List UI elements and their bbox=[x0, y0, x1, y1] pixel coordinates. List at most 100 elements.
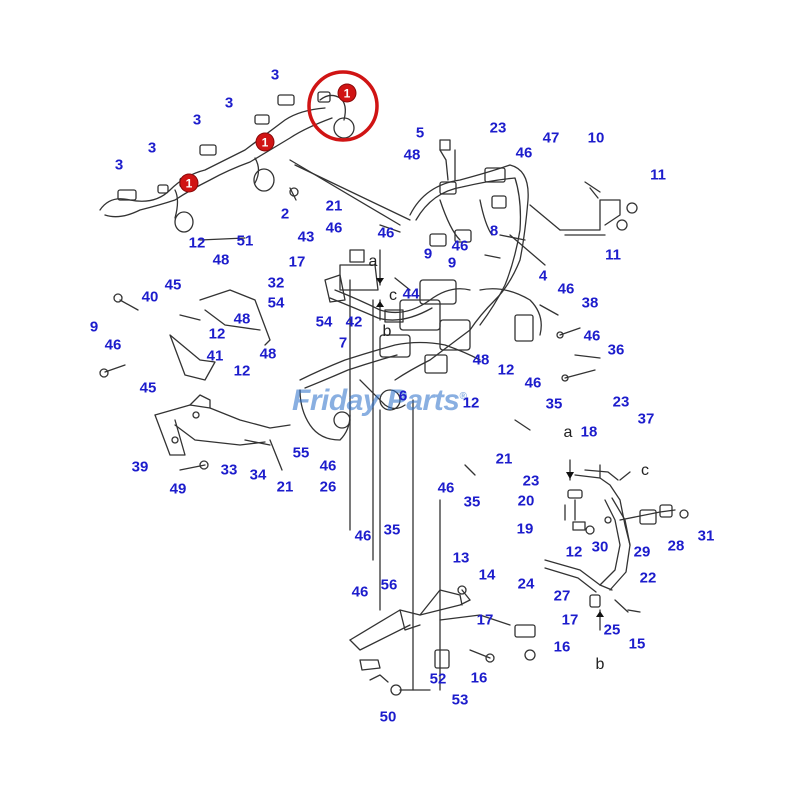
part-label[interactable]: 12 bbox=[233, 362, 251, 380]
part-label[interactable]: 36 bbox=[607, 341, 625, 359]
part-label[interactable]: 46 bbox=[104, 336, 122, 354]
part-label[interactable]: 23 bbox=[612, 393, 630, 411]
part-label[interactable]: 55 bbox=[292, 444, 310, 462]
part-label[interactable]: 19 bbox=[516, 520, 534, 538]
part-label[interactable]: 37 bbox=[637, 410, 655, 428]
part-label[interactable]: 3 bbox=[114, 156, 124, 174]
part-label[interactable]: 46 bbox=[351, 583, 369, 601]
part-label[interactable]: 35 bbox=[463, 493, 481, 511]
part-label[interactable]: 54 bbox=[267, 294, 285, 312]
part-label[interactable]: 17 bbox=[288, 253, 306, 271]
central-harness bbox=[299, 249, 481, 441]
part-label[interactable]: 56 bbox=[380, 576, 398, 594]
part-label[interactable]: 9 bbox=[89, 318, 99, 336]
part-label[interactable]: 45 bbox=[164, 276, 182, 294]
part-label[interactable]: 44 bbox=[402, 285, 420, 303]
part-label[interactable]: 27 bbox=[553, 587, 571, 605]
part-label[interactable]: 18 bbox=[580, 423, 598, 441]
part-label[interactable]: 14 bbox=[478, 566, 496, 584]
part-label[interactable]: 2 bbox=[280, 205, 290, 223]
part-label[interactable]: 46 bbox=[583, 327, 601, 345]
part-label[interactable]: 3 bbox=[270, 66, 280, 84]
part-label[interactable]: 21 bbox=[276, 478, 294, 496]
part-label[interactable]: 16 bbox=[470, 669, 488, 687]
part-label[interactable]: 26 bbox=[319, 478, 337, 496]
part-label[interactable]: 50 bbox=[379, 708, 397, 726]
part-label[interactable]: 6 bbox=[398, 387, 408, 405]
part-label[interactable]: 3 bbox=[224, 94, 234, 112]
part-label[interactable]: 46 bbox=[319, 457, 337, 475]
part-label[interactable]: 52 bbox=[429, 670, 447, 688]
part-label[interactable]: 12 bbox=[462, 394, 480, 412]
part-label[interactable]: 41 bbox=[206, 347, 224, 365]
part-label[interactable]: 48 bbox=[472, 351, 490, 369]
part-label[interactable]: 23 bbox=[489, 119, 507, 137]
part-label[interactable]: 31 bbox=[697, 527, 715, 545]
part-label[interactable]: 22 bbox=[639, 569, 657, 587]
part-label[interactable]: 21 bbox=[325, 197, 343, 215]
part-label[interactable]: 49 bbox=[169, 480, 187, 498]
part-label[interactable]: 4 bbox=[538, 267, 548, 285]
part-label[interactable]: 47 bbox=[542, 129, 560, 147]
sensor-cable-group bbox=[99, 91, 355, 241]
part-label[interactable]: 9 bbox=[447, 254, 457, 272]
part-label[interactable]: 29 bbox=[633, 543, 651, 561]
part-label[interactable]: 38 bbox=[581, 294, 599, 312]
part-label[interactable]: 48 bbox=[212, 251, 230, 269]
part-label[interactable]: 40 bbox=[141, 288, 159, 306]
part-label[interactable]: 30 bbox=[591, 538, 609, 556]
part-label[interactable]: 21 bbox=[495, 450, 513, 468]
part-label[interactable]: 8 bbox=[489, 222, 499, 240]
part-label[interactable]: 11 bbox=[605, 246, 621, 264]
part-label[interactable]: 12 bbox=[497, 361, 515, 379]
part-label[interactable]: 46 bbox=[515, 144, 533, 162]
part-label[interactable]: 39 bbox=[131, 458, 149, 476]
part-label[interactable]: 12 bbox=[208, 325, 226, 343]
part-label[interactable]: 42 bbox=[345, 313, 363, 331]
part-label[interactable]: 48 bbox=[259, 345, 277, 363]
part-label[interactable]: 43 bbox=[297, 228, 315, 246]
part-label[interactable]: 35 bbox=[383, 521, 401, 539]
part-label[interactable]: 15 bbox=[628, 635, 646, 653]
part-label[interactable]: 46 bbox=[377, 224, 395, 242]
reference-letter-c: c bbox=[389, 287, 397, 304]
part-label[interactable]: 53 bbox=[451, 691, 469, 709]
part-label[interactable]: 51 bbox=[236, 232, 254, 250]
part-label[interactable]: 5 bbox=[415, 124, 425, 142]
part-label[interactable]: 12 bbox=[188, 234, 206, 252]
part-label[interactable]: 17 bbox=[476, 611, 494, 629]
part-label[interactable]: 33 bbox=[220, 461, 238, 479]
part-label[interactable]: 46 bbox=[437, 479, 455, 497]
part-label[interactable]: 54 bbox=[315, 313, 333, 331]
part-label[interactable]: 46 bbox=[524, 374, 542, 392]
part-label[interactable]: 46 bbox=[325, 219, 343, 237]
part-label[interactable]: 25 bbox=[603, 621, 621, 639]
part-label[interactable]: 16 bbox=[553, 638, 571, 656]
part-label[interactable]: 46 bbox=[354, 527, 372, 545]
part-label[interactable]: 46 bbox=[557, 280, 575, 298]
part-1-badge[interactable]: 1 bbox=[338, 84, 356, 102]
part-label[interactable]: 45 bbox=[139, 379, 157, 397]
reference-letter-b: b bbox=[595, 656, 605, 673]
part-label[interactable]: 13 bbox=[452, 549, 470, 567]
part-label[interactable]: 46 bbox=[451, 237, 469, 255]
part-label[interactable]: 12 bbox=[565, 543, 583, 561]
part-label[interactable]: 10 bbox=[587, 129, 605, 147]
part-label[interactable]: 17 bbox=[561, 611, 579, 629]
part-label[interactable]: 7 bbox=[338, 334, 348, 352]
part-label[interactable]: 20 bbox=[517, 492, 535, 510]
part-1-badge[interactable]: 1 bbox=[180, 174, 198, 192]
part-label[interactable]: 48 bbox=[403, 146, 421, 164]
part-label[interactable]: 23 bbox=[522, 472, 540, 490]
part-label[interactable]: 35 bbox=[545, 395, 563, 413]
part-label[interactable]: 24 bbox=[517, 575, 535, 593]
part-label[interactable]: 3 bbox=[147, 139, 157, 157]
part-label[interactable]: 28 bbox=[667, 537, 685, 555]
part-label[interactable]: 48 bbox=[233, 310, 251, 328]
part-1-badge[interactable]: 1 bbox=[256, 133, 274, 151]
part-label[interactable]: 34 bbox=[249, 466, 267, 484]
part-label[interactable]: 32 bbox=[267, 274, 285, 292]
part-label[interactable]: 3 bbox=[192, 111, 202, 129]
part-label[interactable]: 11 bbox=[650, 166, 666, 184]
part-label[interactable]: 9 bbox=[423, 245, 433, 263]
